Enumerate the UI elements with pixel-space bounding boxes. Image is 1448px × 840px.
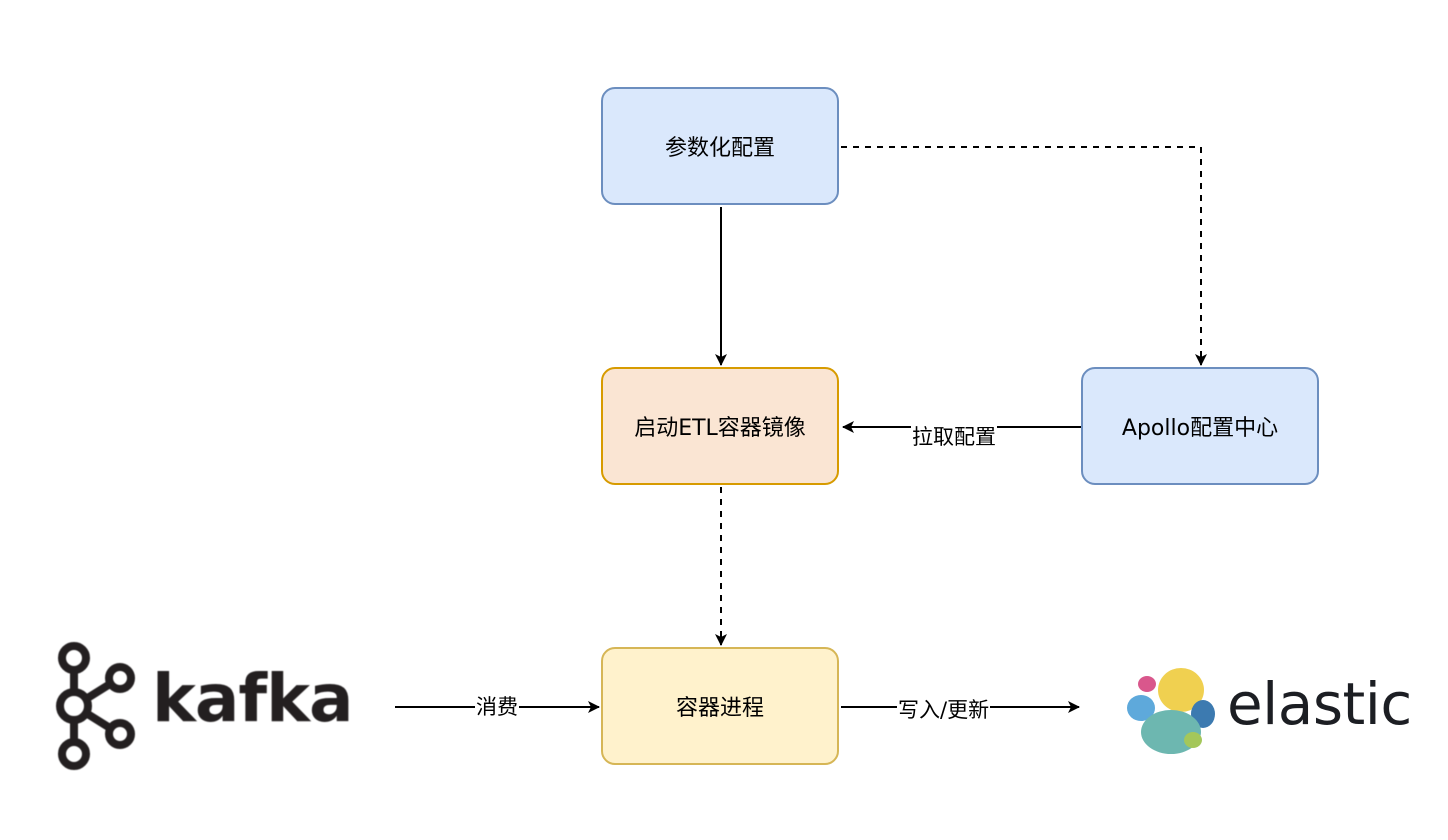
node-start-etl-label: 启动ETL容器镜像 [634,416,806,441]
elastic-logo-icon [1127,668,1215,754]
elastic-logo-text: elastic [1227,670,1412,738]
edge-label-write-update: 写入/更新 [897,697,991,723]
node-container-process-label: 容器进程 [675,696,764,721]
node-apollo[interactable]: Apollo配置中心 [1081,367,1319,485]
edge-label-pull-config: 拉取配置 [911,424,997,450]
node-container-process[interactable]: 容器进程 [601,647,839,765]
kafka-logo-icon [56,642,135,770]
edge-config-to-apollo [841,146,1207,366]
node-param-config[interactable]: 参数化配置 [601,87,839,205]
node-apollo-label: Apollo配置中心 [1121,416,1279,441]
node-param-config-label: 参数化配置 [664,136,775,161]
kafka-logo-text: kafka [152,660,354,737]
node-start-etl[interactable]: 启动ETL容器镜像 [601,367,839,485]
edge-label-consume: 消费 [475,694,519,720]
